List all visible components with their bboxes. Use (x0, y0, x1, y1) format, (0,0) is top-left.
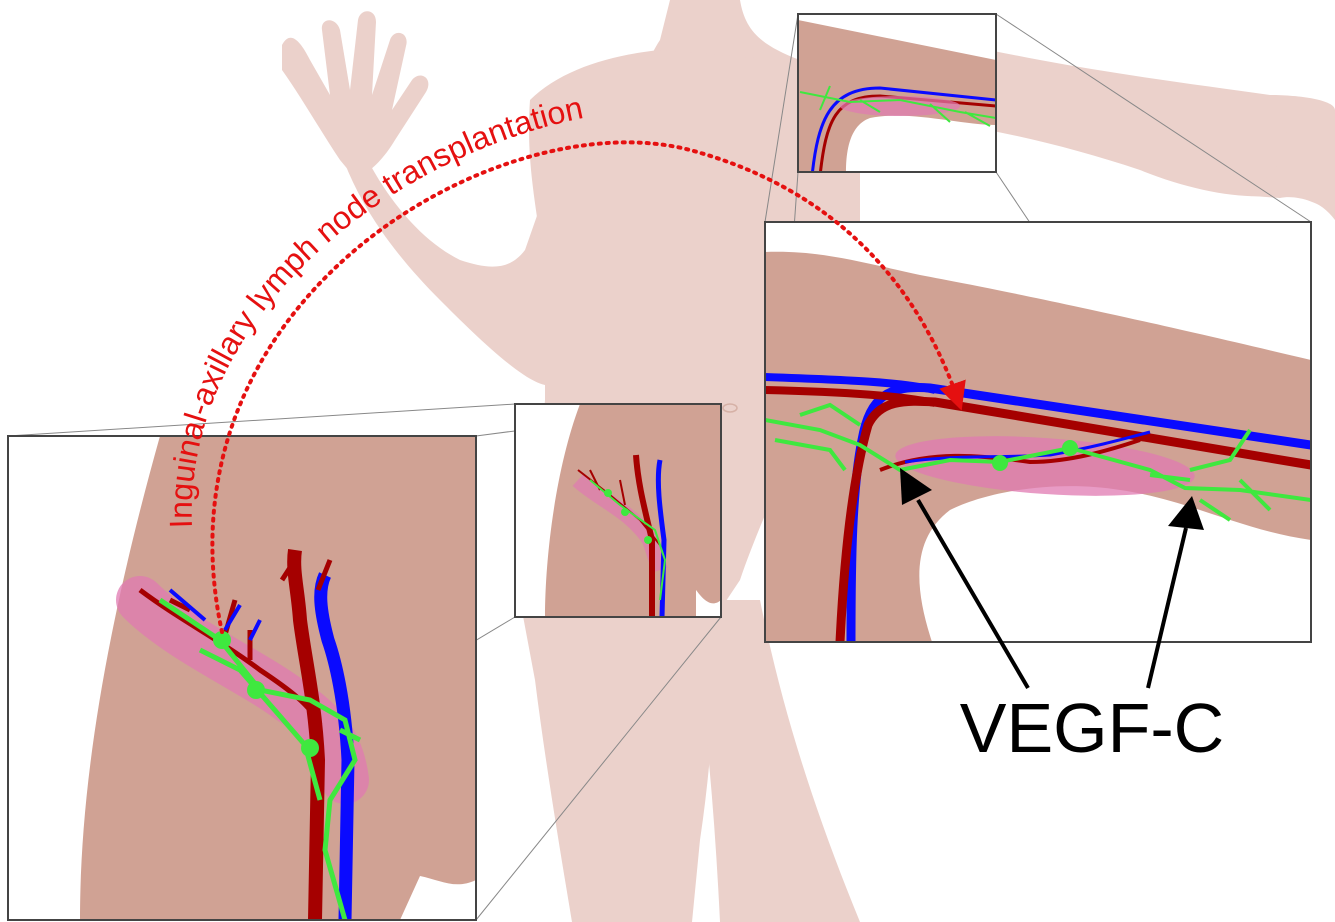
axilla-overview-box (798, 14, 996, 176)
groin-detail-box (8, 436, 476, 920)
axilla-detail-box (765, 222, 1311, 642)
vegf-c-label: VEGF-C (960, 689, 1224, 767)
groin-overview-box (515, 404, 721, 617)
